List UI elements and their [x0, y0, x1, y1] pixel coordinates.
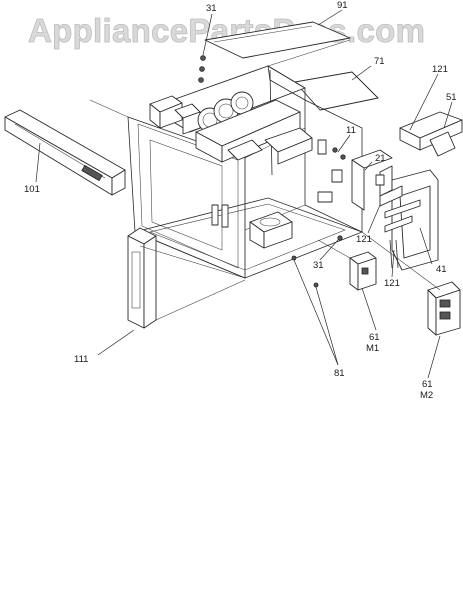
callout-121-mid: 121 — [356, 234, 372, 245]
callout-61-m2: 61 — [422, 379, 433, 390]
callout-m1: M1 — [366, 343, 379, 354]
leader-lines — [35, 9, 453, 379]
callout-101: 101 — [24, 184, 40, 195]
callout-labels: 31 91 71 121 51 11 21 101 121 41 31 121 … — [24, 0, 457, 401]
internal-fan-motor — [249, 211, 293, 249]
callout-121-top: 121 — [432, 64, 448, 75]
callout-111: 111 — [74, 354, 88, 365]
callout-31-bottom: 31 — [313, 260, 324, 271]
assembly-lines — [89, 39, 441, 321]
part-41-latch-bracket[interactable] — [379, 169, 439, 271]
part-61-m2-switch-assembly[interactable] — [427, 281, 461, 336]
part-101-control-panel[interactable] — [4, 109, 126, 196]
callout-21: 21 — [375, 153, 386, 164]
callout-71: 71 — [374, 56, 385, 67]
part-111-side-trim[interactable] — [127, 227, 157, 329]
callout-41: 41 — [436, 264, 447, 275]
part-51-bracket[interactable] — [399, 111, 463, 157]
callout-11: 11 — [346, 125, 356, 136]
callout-61-m1: 61 — [369, 332, 380, 343]
callout-121-bottom: 121 — [384, 278, 400, 289]
screws — [198, 55, 346, 288]
callout-81: 81 — [334, 368, 345, 379]
part-21-latch-assembly[interactable] — [351, 149, 393, 211]
internal-transformer-block — [149, 91, 313, 165]
callout-31-top: 31 — [206, 3, 217, 14]
watermark-logo: AppliancePartsPros.com — [28, 12, 425, 49]
part-61-m1-switch[interactable] — [349, 251, 377, 291]
callout-m2: M2 — [420, 390, 433, 401]
part-91-top-cover[interactable] — [204, 21, 351, 59]
callout-51: 51 — [446, 92, 457, 103]
part-71-panel[interactable] — [294, 71, 379, 111]
callout-91: 91 — [337, 0, 348, 11]
